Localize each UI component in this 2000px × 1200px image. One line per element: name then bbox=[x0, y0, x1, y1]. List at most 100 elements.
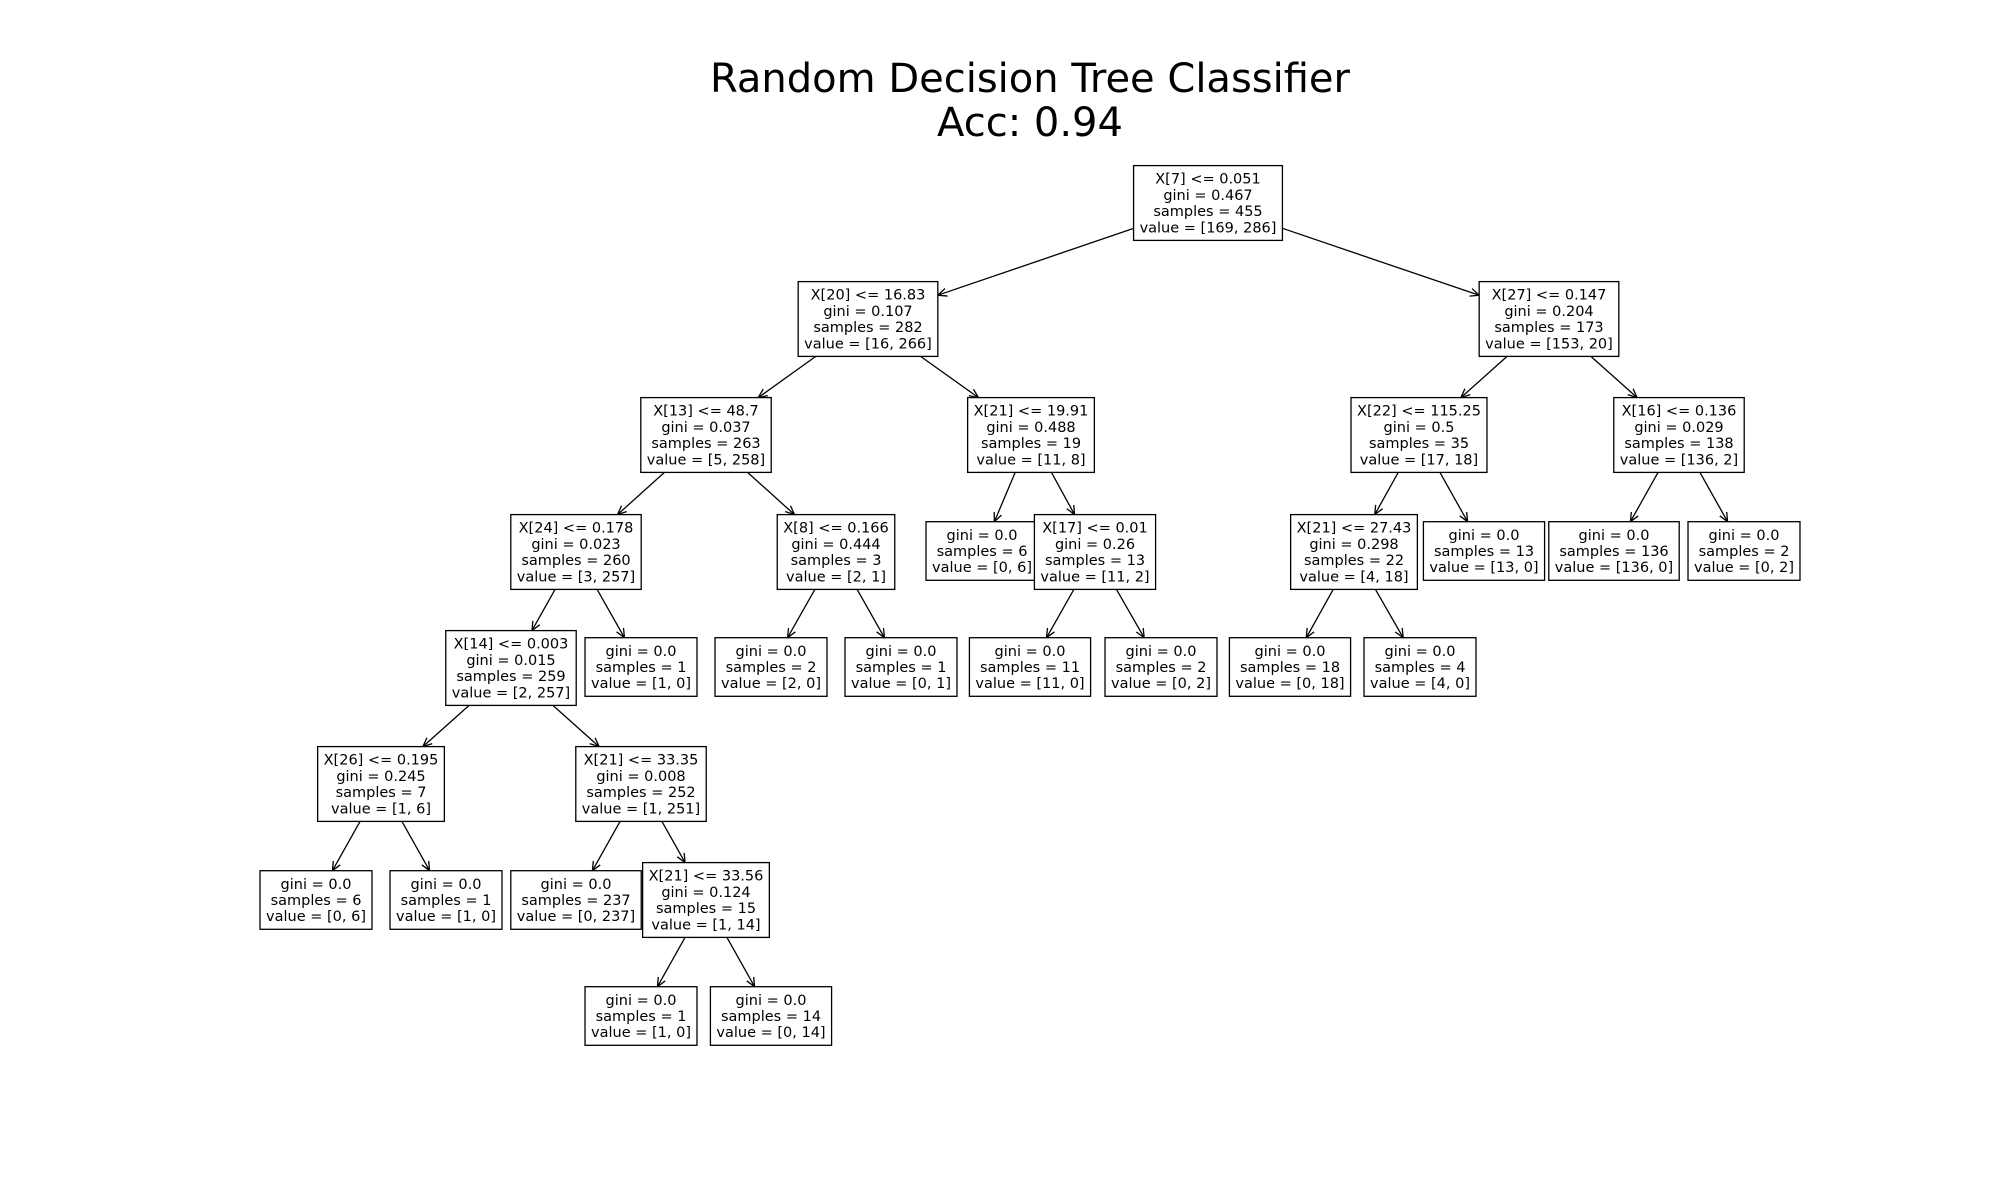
node-text-line: samples = 263 bbox=[651, 436, 760, 452]
node-text-line: value = [0, 6] bbox=[266, 909, 366, 925]
node-text-line: value = [4, 0] bbox=[1370, 676, 1470, 692]
edge-arrow bbox=[920, 355, 979, 397]
node-text-line: samples = 1 bbox=[596, 660, 687, 676]
node-text-line: value = [17, 18] bbox=[1360, 452, 1478, 468]
node-text-line: samples = 237 bbox=[521, 893, 630, 909]
node-text-line: value = [0, 2] bbox=[1694, 560, 1794, 576]
node-text-line: samples = 11 bbox=[980, 660, 1080, 676]
edge-arrow bbox=[994, 472, 1016, 521]
edge-arrow bbox=[657, 937, 686, 986]
node-text-line: samples = 2 bbox=[1699, 544, 1790, 560]
edge-arrow bbox=[1375, 472, 1399, 514]
node-box bbox=[1422, 521, 1546, 581]
node-box bbox=[1613, 396, 1745, 474]
node-text-line: gini = 0.008 bbox=[596, 769, 685, 785]
node-box bbox=[316, 745, 446, 823]
node-text-line: value = [2, 0] bbox=[721, 676, 821, 692]
node-text-line: gini = 0.0 bbox=[866, 644, 937, 660]
node-box bbox=[259, 870, 373, 930]
node-text-line: samples = 19 bbox=[981, 436, 1081, 452]
node-text-line: gini = 0.488 bbox=[986, 420, 1075, 436]
node-text-line: gini = 0.26 bbox=[1055, 537, 1135, 553]
node-text-line: value = [1, 251] bbox=[582, 801, 700, 817]
node-text-line: value = [1, 14] bbox=[651, 917, 760, 933]
node-text-line: X[26] <= 0.195 bbox=[324, 753, 439, 769]
edge-arrow bbox=[1630, 472, 1659, 521]
node-text-line: X[27] <= 0.147 bbox=[1492, 288, 1607, 304]
node-text-line: value = [0, 6] bbox=[932, 560, 1032, 576]
node-text-line: gini = 0.0 bbox=[736, 644, 807, 660]
edge-arrow bbox=[423, 704, 470, 746]
node-text-line: samples = 1 bbox=[596, 1009, 687, 1025]
node-box bbox=[510, 513, 642, 591]
node-text-line: X[16] <= 0.136 bbox=[1622, 404, 1737, 420]
node-text-line: samples = 2 bbox=[1116, 660, 1207, 676]
node-text-line: gini = 0.5 bbox=[1384, 420, 1455, 436]
node-text-line: value = [11, 8] bbox=[976, 452, 1085, 468]
node-text-line: gini = 0.0 bbox=[541, 877, 612, 893]
node-text-line: value = [0, 14] bbox=[716, 1025, 825, 1041]
node-text-line: gini = 0.0 bbox=[736, 993, 807, 1009]
node-text-line: value = [136, 2] bbox=[1620, 452, 1738, 468]
node-text-line: gini = 0.0 bbox=[995, 644, 1066, 660]
node-text-line: value = [5, 258] bbox=[647, 452, 765, 468]
node-text-line: samples = 14 bbox=[721, 1009, 821, 1025]
node-box bbox=[1350, 396, 1488, 474]
node-box bbox=[968, 637, 1092, 697]
edge-arrow bbox=[1050, 472, 1074, 514]
node-box bbox=[1132, 164, 1284, 242]
node-box bbox=[709, 986, 833, 1046]
node-text-line: X[17] <= 0.01 bbox=[1042, 521, 1148, 537]
edges-layer bbox=[332, 227, 1727, 986]
edge-arrow bbox=[1374, 589, 1403, 637]
node-text-line: gini = 0.015 bbox=[466, 653, 555, 669]
edge-arrow bbox=[1282, 227, 1479, 295]
node-text-line: gini = 0.037 bbox=[661, 420, 750, 436]
edge-arrow bbox=[1461, 355, 1508, 397]
node-box bbox=[1104, 637, 1218, 697]
node-text-line: value = [2, 257] bbox=[452, 685, 570, 701]
node-text-line: gini = 0.029 bbox=[1634, 420, 1723, 436]
edge-arrow bbox=[596, 589, 624, 637]
node-text-line: samples = 455 bbox=[1153, 204, 1262, 220]
node-text-line: value = [153, 20] bbox=[1485, 336, 1613, 352]
node-text-line: gini = 0.023 bbox=[531, 537, 620, 553]
chart-title: Random Decision Tree Classifier bbox=[710, 56, 1351, 102]
node-text-line: gini = 0.0 bbox=[947, 528, 1018, 544]
node-text-line: gini = 0.0 bbox=[1255, 644, 1326, 660]
node-text-line: X[22] <= 115.25 bbox=[1357, 404, 1481, 420]
node-text-line: gini = 0.124 bbox=[661, 885, 750, 901]
node-text-line: samples = 259 bbox=[456, 669, 565, 685]
node-text-line: value = [0, 2] bbox=[1111, 676, 1211, 692]
edge-arrow bbox=[1590, 355, 1637, 397]
node-text-line: samples = 282 bbox=[813, 320, 922, 336]
edge-arrow bbox=[1439, 472, 1468, 521]
node-text-line: value = [4, 18] bbox=[1299, 569, 1408, 585]
edge-arrow bbox=[592, 821, 621, 870]
node-text-line: gini = 0.245 bbox=[336, 769, 425, 785]
node-text-line: samples = 173 bbox=[1494, 320, 1603, 336]
node-text-line: X[24] <= 0.178 bbox=[519, 521, 634, 537]
node-box bbox=[584, 637, 698, 697]
node-box bbox=[1289, 513, 1419, 591]
node-box bbox=[584, 986, 698, 1046]
edge-arrow bbox=[1115, 589, 1144, 637]
node-box bbox=[1478, 280, 1620, 358]
